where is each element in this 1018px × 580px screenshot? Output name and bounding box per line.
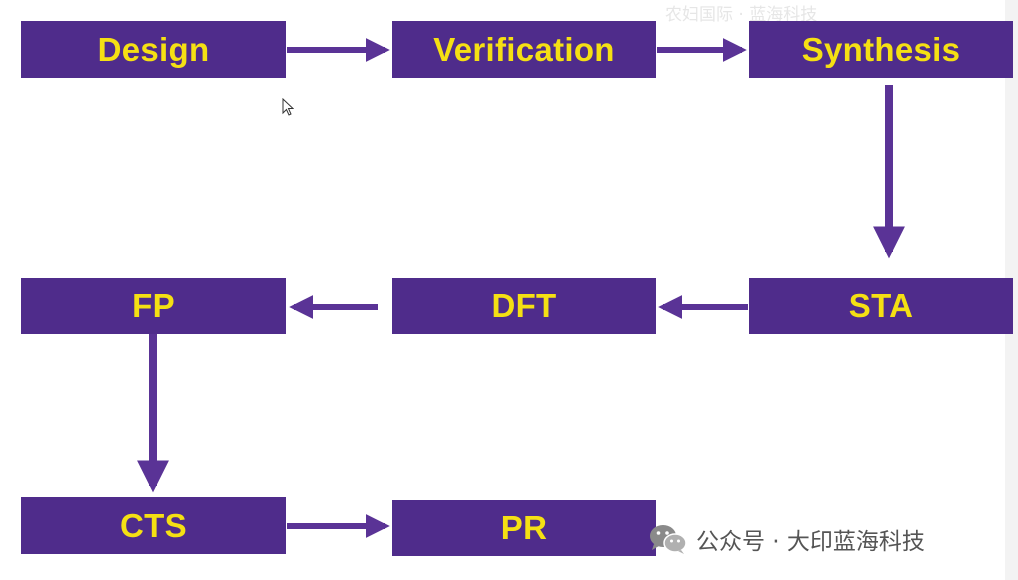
- node-pr: PR: [392, 500, 656, 556]
- node-sta: STA: [749, 278, 1013, 334]
- node-dft: DFT: [392, 278, 656, 334]
- node-cts: CTS: [21, 497, 286, 554]
- mouse-cursor-icon: [282, 98, 294, 116]
- wechat-icon: [650, 525, 687, 554]
- node-design: Design: [21, 21, 286, 78]
- node-synthesis: Synthesis: [749, 21, 1013, 78]
- footer-watermark: 公众号 · 大印蓝海科技: [648, 522, 925, 556]
- node-verification: Verification: [392, 21, 656, 78]
- top-watermark: 农妇国际 · 蓝海科技: [665, 5, 818, 25]
- node-fp: FP: [21, 278, 286, 334]
- footer-watermark-text: 公众号 · 大印蓝海科技: [696, 529, 925, 555]
